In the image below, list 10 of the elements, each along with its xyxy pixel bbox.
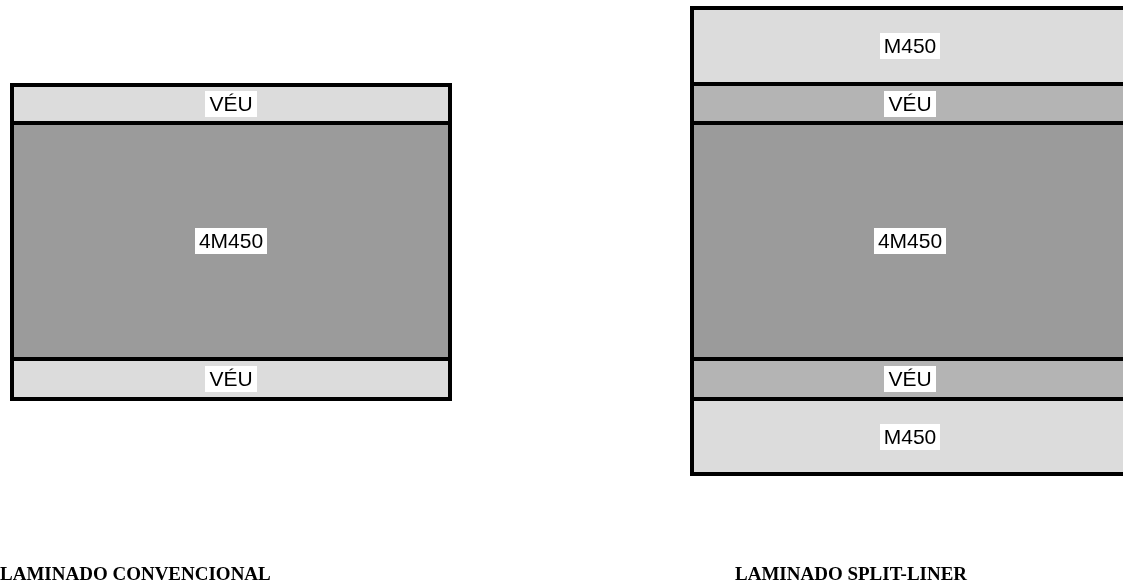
layer-label: VÉU <box>205 91 257 117</box>
layer-label: 4M450 <box>194 228 268 254</box>
layer-label: 4M450 <box>873 228 947 254</box>
layer-label: VÉU <box>205 366 257 392</box>
layer-label: M450 <box>879 33 941 59</box>
layer-label: M450 <box>879 423 941 450</box>
caption: LAMINADO SPLIT-LINER <box>735 563 968 585</box>
layer-label: VÉU <box>884 366 936 392</box>
caption: LAMINADO CONVENCIONAL <box>0 563 271 585</box>
layer-label: VÉU <box>884 90 936 117</box>
